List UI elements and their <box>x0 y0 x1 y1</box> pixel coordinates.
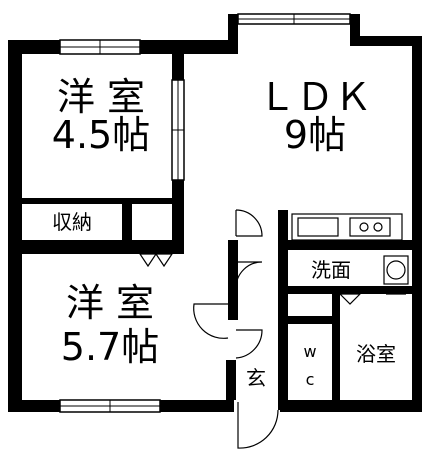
room-size-western-2: 5.7帖 <box>60 325 160 369</box>
room-label-western-2: 洋 室 <box>65 281 155 325</box>
kitchen-counter <box>291 213 403 241</box>
window-lines <box>30 14 350 412</box>
room-size-western-1: 4.5帖 <box>51 113 151 157</box>
room-size-ldk: 9帖 <box>283 113 347 157</box>
room-label-western-1: 洋 室 <box>56 75 146 119</box>
room-label-washroom: 洗面 <box>311 258 351 282</box>
room-label-storage: 収納 <box>52 210 92 234</box>
room-label-bathroom: 浴室 <box>356 342 396 366</box>
room-label-entrance: 玄 <box>246 366 266 390</box>
wash-basin <box>383 255 409 285</box>
room-label-wc-2: c <box>305 370 315 389</box>
door-swings <box>138 209 406 449</box>
room-label-wc-1: w <box>303 342 317 361</box>
room-label-ldk: ＬＤＫ <box>257 75 372 119</box>
